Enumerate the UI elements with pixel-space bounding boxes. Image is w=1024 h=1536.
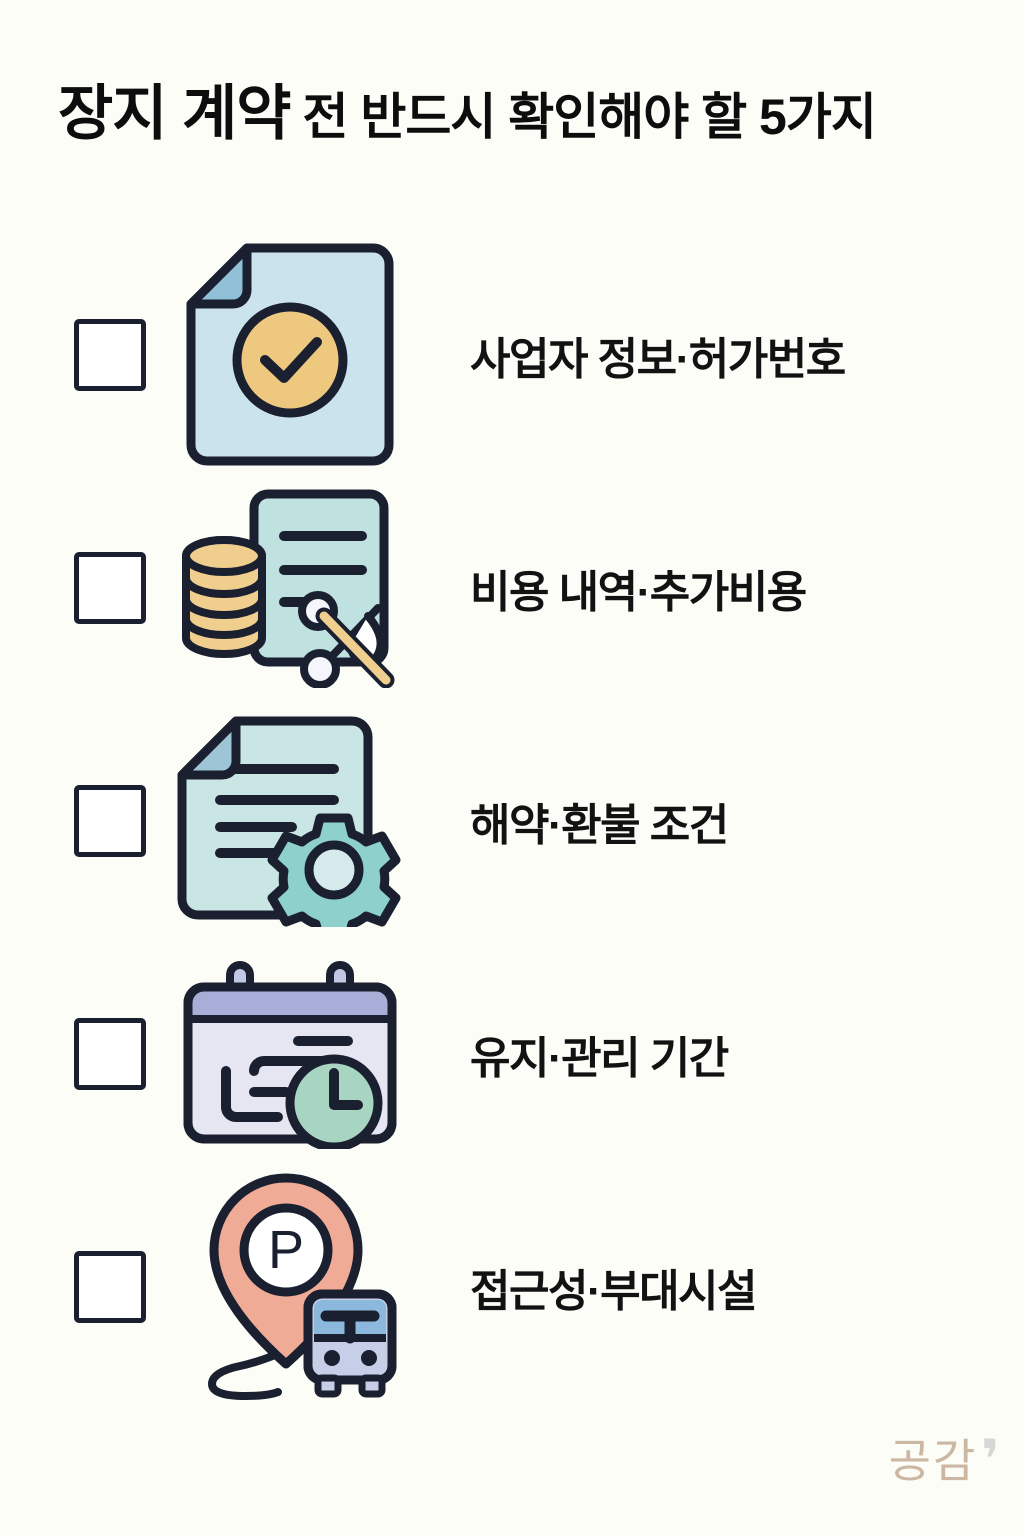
watermark-logo-mark: ❜ [981, 1430, 1000, 1490]
map-pin-bus-icon: P [165, 1170, 415, 1403]
list-item[interactable]: P 접근성·부대시설 [0, 1170, 1024, 1403]
watermark-logo-text: 공감 [888, 1435, 978, 1487]
list-item-label: 사업자 정보·허가번호 [470, 334, 846, 384]
list-item[interactable]: 비용 내역·추가비용 [0, 471, 1024, 704]
list-item[interactable]: 해약·환불 조건 [0, 704, 1024, 937]
document-gear-icon [165, 704, 415, 937]
coins-document-scissors-icon [165, 471, 415, 704]
checkbox-item-2[interactable] [74, 551, 146, 624]
svg-text:P: P [268, 1220, 304, 1280]
calendar-clock-icon [165, 937, 415, 1170]
checklist: 사업자 정보·허가번호 [0, 238, 1024, 1403]
checkbox-item-3[interactable] [74, 784, 146, 857]
checkbox-item-5[interactable] [74, 1250, 146, 1323]
list-item-label: 비용 내역·추가비용 [470, 567, 807, 617]
watermark-logo: 공감 ❜ [888, 1430, 1000, 1490]
list-item[interactable]: 유지·관리 기간 [0, 937, 1024, 1170]
list-item-label: 유지·관리 기간 [470, 1033, 729, 1083]
list-item-label: 해약·환불 조건 [470, 800, 729, 850]
list-item-label: 접근성·부대시설 [470, 1266, 758, 1316]
page-title-rest: 전 반드시 확인해야 할 5가지 [302, 89, 876, 145]
page-title-strong: 장지 계약 [58, 80, 291, 147]
page-title: 장지 계약 전 반드시 확인해야 할 5가지 [58, 84, 998, 164]
checkbox-item-4[interactable] [74, 1017, 146, 1090]
document-check-icon [165, 238, 415, 471]
list-item[interactable]: 사업자 정보·허가번호 [0, 238, 1024, 471]
checkbox-item-1[interactable] [74, 318, 146, 391]
